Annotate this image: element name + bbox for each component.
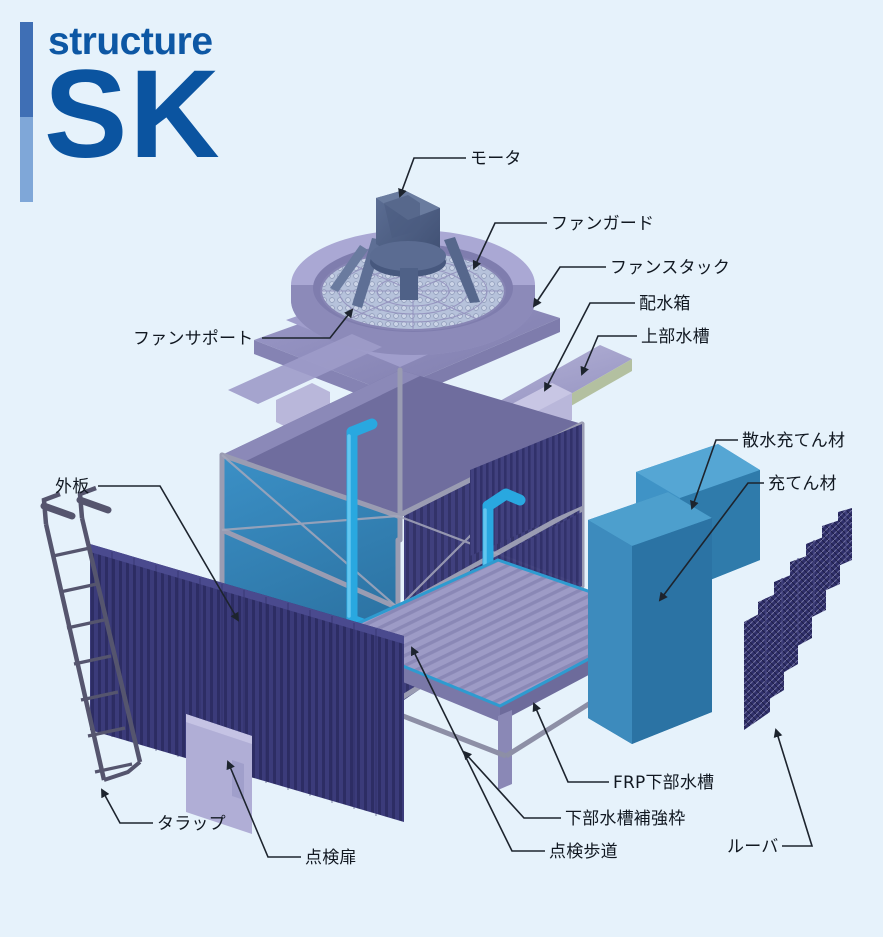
page-title: SK (44, 45, 222, 184)
label-louver: ルーバ (727, 837, 779, 857)
accent-bar-bottom-segment (20, 117, 33, 202)
label-inspection-door: 点検扉 (305, 848, 357, 868)
fill-material-blocks (588, 444, 760, 744)
step-ladder (40, 485, 143, 782)
label-fan-support: ファンサポート (133, 329, 254, 349)
label-inspection-walk: 点検歩道 (549, 842, 618, 862)
label-lower-tank-frame: 下部水槽補強枠 (565, 809, 686, 829)
louver-assembly (744, 508, 852, 730)
label-spray-fill: 散水充てん材 (742, 431, 846, 451)
label-fan-stack: ファンスタック (610, 258, 731, 278)
label-motor: モータ (470, 149, 522, 169)
label-fill-material: 充てん材 (768, 474, 837, 494)
label-upper-tank: 上部水槽 (641, 327, 710, 347)
label-step-ladder: タラップ (157, 814, 226, 834)
label-fan-guard: ファンガード (551, 214, 655, 234)
title-eyebrow: structure (48, 20, 213, 63)
title-accent-bar (20, 22, 33, 202)
accent-bar-top-segment (20, 22, 33, 117)
label-outer-panel: 外板 (55, 477, 90, 497)
label-distribution-box: 配水箱 (639, 294, 691, 314)
label-frp-lower-tank: FRP下部水槽 (613, 773, 715, 793)
